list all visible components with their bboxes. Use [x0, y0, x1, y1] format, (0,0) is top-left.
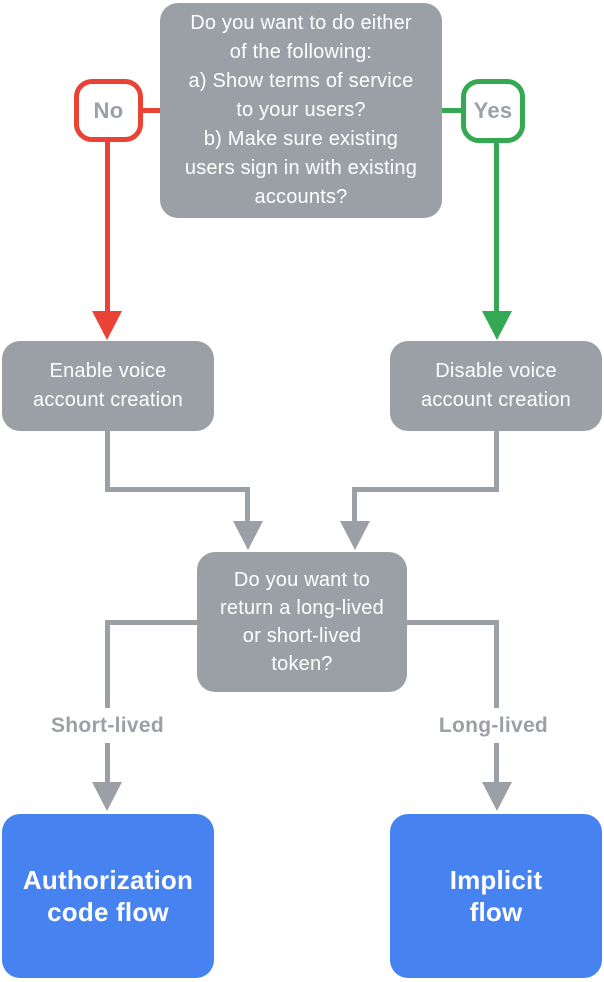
long-lived-edge-label: Long-lived [409, 708, 578, 743]
node-authorization-code-flow: Authorization code flow [2, 814, 214, 978]
edge-no-vertical-line [105, 140, 110, 311]
node-top-question: Do you want to do either of the followin… [160, 3, 442, 218]
node-token-question: Do you want to return a long-lived or sh… [197, 552, 407, 692]
yes-badge: Yes [461, 79, 525, 143]
node-disable-voice-account-creation: Disable voice account creation [390, 341, 602, 431]
edge-enable-to-token-line-1 [105, 431, 110, 492]
edge-long-lived-horizontal-line [404, 620, 499, 625]
edge-disable-to-token-line-1 [494, 431, 499, 492]
node-enable-voice-account-creation: Enable voice account creation [2, 341, 214, 431]
arrowhead-short-lived-icon [92, 782, 122, 811]
edge-yes-horizontal-line [440, 108, 463, 113]
no-badge: No [74, 79, 143, 142]
arrowhead-yes-icon [482, 311, 512, 340]
edge-disable-to-token-line-3 [352, 487, 357, 522]
arrowhead-long-lived-icon [482, 782, 512, 811]
edge-yes-vertical-line [494, 141, 499, 311]
arrowhead-enable-icon [233, 521, 263, 550]
short-lived-edge-label: Short-lived [22, 708, 193, 743]
arrowhead-disable-icon [340, 521, 370, 550]
node-implicit-flow: Implicit flow [390, 814, 602, 978]
arrowhead-no-icon [92, 311, 122, 340]
edge-short-lived-horizontal-line [105, 620, 200, 625]
edge-no-horizontal-line [141, 108, 161, 113]
edge-enable-to-token-line-2 [105, 487, 250, 492]
edge-long-lived-vertical-line [494, 620, 499, 783]
edge-short-lived-vertical-line [105, 620, 110, 783]
edge-enable-to-token-line-3 [245, 487, 250, 522]
edge-disable-to-token-line-2 [352, 487, 499, 492]
